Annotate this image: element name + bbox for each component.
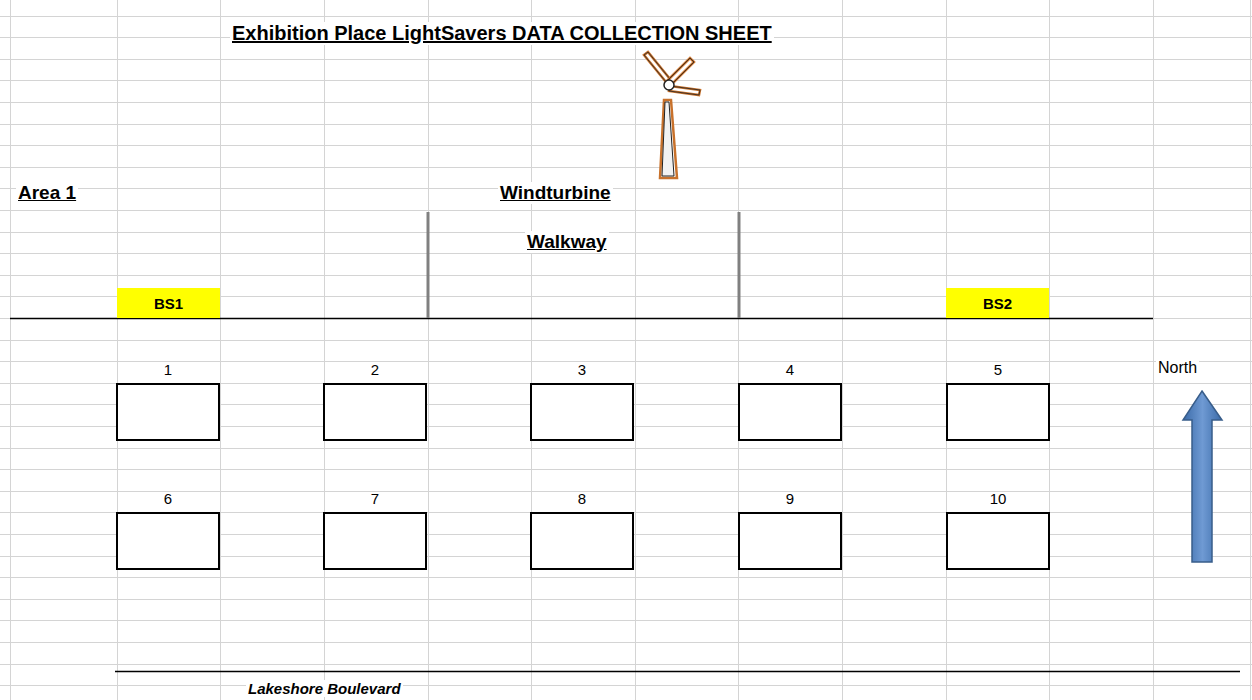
grid-line — [0, 275, 1252, 276]
fixture-box: 2 — [323, 383, 427, 441]
grid-line — [946, 0, 947, 700]
grid-line — [0, 599, 1252, 600]
area-label: Area 1 — [16, 182, 78, 204]
grid-line — [0, 145, 1252, 146]
grid-line — [0, 59, 1252, 60]
box-number: 9 — [740, 490, 840, 507]
bs-cell: BS1 — [117, 288, 220, 318]
fixture-box: 6 — [116, 512, 220, 570]
grid-line — [220, 0, 221, 700]
fixture-box: 10 — [946, 512, 1050, 570]
box-number: 3 — [532, 361, 632, 378]
grid-line — [0, 361, 1252, 362]
walkway-wall — [427, 212, 430, 318]
box-number: 10 — [948, 490, 1048, 507]
grid-line — [0, 577, 1252, 578]
box-number: 8 — [532, 490, 632, 507]
grid-line — [0, 102, 1252, 103]
bs-cell: BS2 — [946, 288, 1049, 318]
box-number: 5 — [948, 361, 1048, 378]
grid-line — [0, 232, 1252, 233]
fixture-box: 7 — [323, 512, 427, 570]
grid-line — [10, 0, 11, 700]
turbine-label: Windturbine — [498, 182, 613, 204]
box-number: 4 — [740, 361, 840, 378]
sheet-title: Exhibition Place LightSavers DATA COLLEC… — [230, 22, 774, 45]
grid-line — [738, 0, 739, 700]
box-number: 2 — [325, 361, 425, 378]
walkway-wall — [738, 212, 741, 318]
grid-line — [0, 16, 1252, 17]
wind-turbine-icon — [644, 52, 700, 178]
divider-line — [10, 318, 1153, 319]
grid-line — [0, 188, 1252, 189]
walkway-label: Walkway — [525, 231, 609, 253]
fixture-box: 9 — [738, 512, 842, 570]
grid-line — [0, 318, 1252, 319]
grid-line — [0, 491, 1252, 492]
grid-line — [0, 80, 1252, 81]
grid-line — [0, 620, 1252, 621]
grid-line — [0, 664, 1252, 665]
box-number: 1 — [118, 361, 218, 378]
grid-line — [0, 448, 1252, 449]
grid-line — [1153, 0, 1154, 700]
grid-line — [0, 469, 1252, 470]
fixture-box: 4 — [738, 383, 842, 441]
fixture-box: 3 — [530, 383, 634, 441]
grid-line — [0, 167, 1252, 168]
grid-line — [635, 0, 636, 700]
grid-line — [842, 0, 843, 700]
bs-label: BS2 — [983, 295, 1012, 312]
fixture-box: 5 — [946, 383, 1050, 441]
box-number: 7 — [325, 490, 425, 507]
fixture-box: 8 — [530, 512, 634, 570]
grid-line — [531, 0, 532, 700]
grid-line — [0, 124, 1252, 125]
north-label: North — [1156, 359, 1199, 377]
grid-line — [0, 685, 1252, 686]
grid-line — [0, 340, 1252, 341]
north-arrow — [1183, 391, 1222, 562]
grid-line — [0, 642, 1252, 643]
grid-line — [0, 253, 1252, 254]
road-line — [115, 671, 1240, 672]
grid-line — [1049, 0, 1050, 700]
grid-line — [117, 0, 118, 700]
grid-line — [1250, 0, 1251, 700]
grid-line — [324, 0, 325, 700]
grid-line — [0, 210, 1252, 211]
bs-label: BS1 — [154, 295, 183, 312]
fixture-box: 1 — [116, 383, 220, 441]
box-number: 6 — [118, 490, 218, 507]
road-label: Lakeshore Boulevard — [246, 680, 403, 697]
grid-line — [428, 0, 429, 700]
